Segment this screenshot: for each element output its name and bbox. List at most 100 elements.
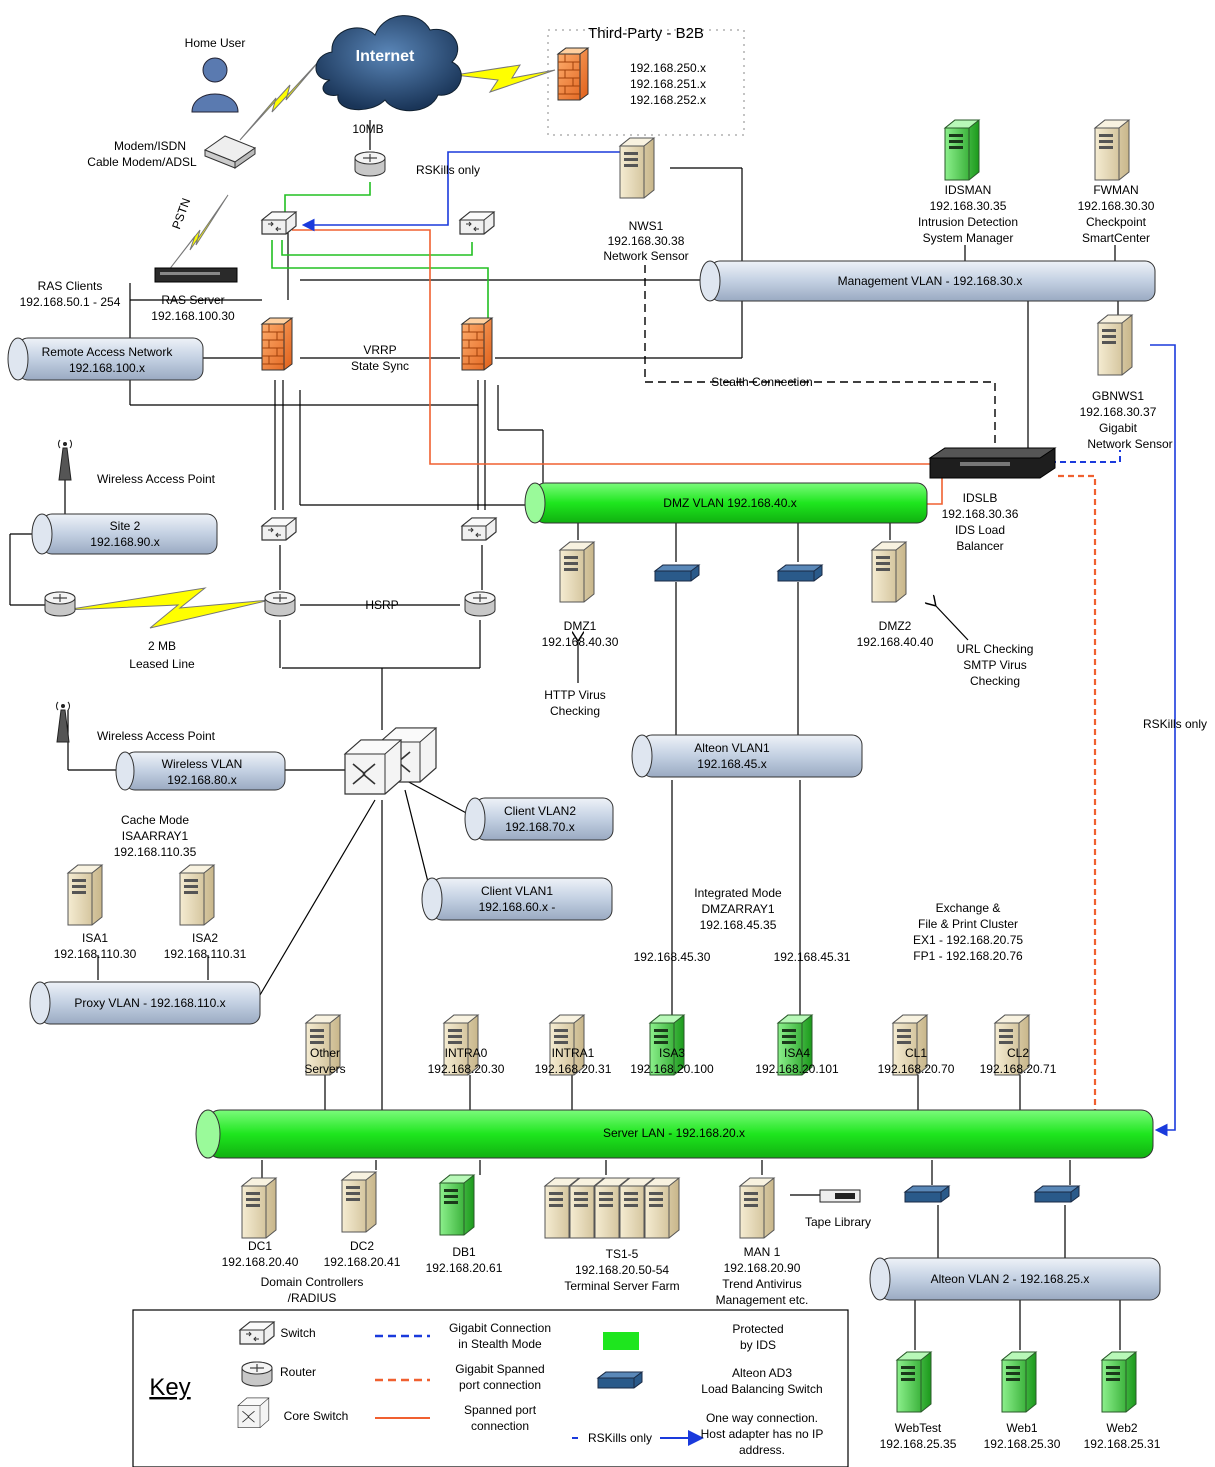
wireless-vlan bbox=[115, 751, 286, 791]
web2-ip: 192.168.25.31 bbox=[1084, 1437, 1161, 1451]
key-gig-span-2: port connection bbox=[459, 1378, 541, 1392]
dc2-name: DC2 bbox=[350, 1239, 374, 1253]
third-party-net-3: 192.168.252.x bbox=[630, 93, 706, 107]
leased-label-1: 2 MB bbox=[148, 639, 176, 653]
cl2-ip: 192.168.20.71 bbox=[980, 1062, 1057, 1076]
internet-cloud-icon bbox=[315, 15, 462, 112]
client-vlan1-ip: 192.168.60.x - bbox=[479, 900, 556, 914]
third-party-firewall-icon bbox=[557, 47, 589, 101]
leased-label-2: Leased Line bbox=[129, 657, 195, 671]
key-rskills: RSKills only bbox=[588, 1431, 652, 1445]
rskills-right-label: RSKills only bbox=[1143, 717, 1207, 731]
site2-router-icon bbox=[44, 591, 76, 617]
gbnws1-name: GBNWS1 bbox=[1092, 389, 1144, 403]
dc2-ip: 192.168.20.41 bbox=[324, 1255, 401, 1269]
man1-server-icon bbox=[739, 1177, 775, 1239]
web1-server-icon bbox=[1001, 1351, 1037, 1413]
key-span-1: Spanned port bbox=[464, 1403, 537, 1417]
dc-desc-2: /RADIUS bbox=[288, 1291, 337, 1305]
client-vlan2-ip: 192.168.70.x bbox=[505, 820, 574, 834]
internet-router-icon bbox=[354, 151, 386, 177]
alteon-vlan2-label: Alteon VLAN 2 - 192.168.25.x bbox=[931, 1272, 1090, 1286]
idslb-icon bbox=[928, 447, 1057, 479]
client-vlan2 bbox=[464, 797, 614, 841]
isa2-ip: 192.168.110.31 bbox=[164, 947, 247, 961]
wap1-label: Wireless Access Point bbox=[97, 472, 216, 486]
dc-desc-1: Domain Controllers bbox=[261, 1275, 364, 1289]
alteon-vlan1-name: Alteon VLAN1 bbox=[694, 741, 770, 755]
key-oneway-2: Host adapter has no IP bbox=[701, 1427, 824, 1441]
isa1-name: ISA1 bbox=[82, 931, 108, 945]
distribution-switch-left-icon bbox=[261, 517, 297, 541]
edge-switch-left-icon bbox=[261, 211, 297, 235]
dc2-server-icon bbox=[341, 1171, 377, 1233]
wap2-label: Wireless Access Point bbox=[97, 729, 216, 743]
firewall-left-icon bbox=[261, 317, 293, 371]
vrrp-label: VRRP bbox=[363, 343, 396, 357]
url-check-2: SMTP Virus bbox=[963, 658, 1027, 672]
core-switch-icon bbox=[344, 727, 437, 795]
ras-clients-range: 192.168.50.1 - 254 bbox=[20, 295, 121, 309]
hsrp-router-right-icon bbox=[464, 591, 496, 617]
colored-links bbox=[271, 151, 1176, 1137]
alteon-vlan1-ip: 192.168.45.x bbox=[697, 757, 766, 771]
db1-ip: 192.168.20.61 bbox=[426, 1261, 503, 1275]
idsman-server-icon bbox=[944, 119, 980, 181]
proxy-vlan-label: Proxy VLAN - 192.168.110.x bbox=[74, 996, 225, 1010]
nws1-ip: 192.168.30.38 bbox=[608, 234, 685, 248]
ras-server-label: RAS Server bbox=[161, 293, 224, 307]
management-vlan bbox=[699, 260, 1156, 302]
key-span-2: connection bbox=[471, 1419, 529, 1433]
man1-name: MAN 1 bbox=[744, 1245, 781, 1259]
state-sync-label: State Sync bbox=[351, 359, 409, 373]
web2-server-icon bbox=[1101, 1351, 1137, 1413]
wireless-vlan-ip: 192.168.80.x bbox=[167, 773, 236, 787]
hsrp-label: HSRP bbox=[365, 598, 398, 612]
site2-name: Site 2 bbox=[110, 519, 141, 533]
intra0-name: INTRA0 bbox=[445, 1046, 488, 1060]
modem-label-2: Cable Modem/ADSL bbox=[87, 155, 197, 169]
edge-switch-right-icon bbox=[459, 211, 495, 235]
other-servers-2: Servers bbox=[304, 1062, 345, 1076]
idsman-ip: 192.168.30.35 bbox=[930, 199, 1007, 213]
server-lan-label: Server LAN - 192.168.20.x bbox=[603, 1126, 745, 1140]
idslb-ip: 192.168.30.36 bbox=[942, 507, 1019, 521]
nws1-role: Network Sensor bbox=[603, 249, 688, 263]
tape-library-icon bbox=[819, 1189, 861, 1203]
key-title: Key bbox=[149, 1374, 190, 1401]
idslb-role-1: IDS Load bbox=[955, 523, 1005, 537]
cache-mode-2: ISAARRAY1 bbox=[122, 829, 189, 843]
integrated-2: DMZARRAY1 bbox=[701, 902, 774, 916]
tape-label: Tape Library bbox=[805, 1215, 871, 1229]
client-vlan2-name: Client VLAN2 bbox=[504, 804, 576, 818]
dmz-vlan bbox=[524, 482, 928, 524]
fwman-ip: 192.168.30.30 bbox=[1078, 199, 1155, 213]
key-oneway-3: address. bbox=[739, 1443, 785, 1457]
terminal-server-farm-icon bbox=[544, 1177, 680, 1239]
man1-desc-2: Management etc. bbox=[716, 1293, 809, 1307]
isa2-name: ISA2 bbox=[192, 931, 218, 945]
db1-server-icon bbox=[439, 1174, 475, 1236]
gbnws1-role-2: Network Sensor bbox=[1087, 437, 1172, 451]
cl2-name: CL2 bbox=[1007, 1046, 1029, 1060]
firewall-right-icon bbox=[461, 317, 493, 371]
modem-label-1: Modem/ISDN bbox=[114, 139, 186, 153]
dmz2-server-icon bbox=[871, 541, 907, 603]
webtest-server-icon bbox=[896, 1351, 932, 1413]
fwman-role-1: Checkpoint bbox=[1086, 215, 1147, 229]
intra1-ip: 192.168.20.31 bbox=[535, 1062, 612, 1076]
webtest-name: WebTest bbox=[895, 1421, 942, 1435]
idsman-role-1: Intrusion Detection bbox=[918, 215, 1018, 229]
dc1-server-icon bbox=[241, 1177, 277, 1239]
isa1-ip: 192.168.110.30 bbox=[54, 947, 137, 961]
web2-name: Web2 bbox=[1106, 1421, 1137, 1435]
dmz1-name: DMZ1 bbox=[564, 619, 597, 633]
db1-name: DB1 bbox=[452, 1245, 476, 1259]
key-oneway-1: One way connection. bbox=[706, 1411, 818, 1425]
ts-ip: 192.168.20.50-54 bbox=[575, 1263, 669, 1277]
key-alteon-1: Alteon AD3 bbox=[732, 1366, 792, 1380]
url-check-3: Checking bbox=[970, 674, 1020, 688]
remote-net-label: Remote Access Network bbox=[42, 345, 174, 359]
dmz-vlan-label: DMZ VLAN 192.168.40.x bbox=[663, 496, 796, 510]
